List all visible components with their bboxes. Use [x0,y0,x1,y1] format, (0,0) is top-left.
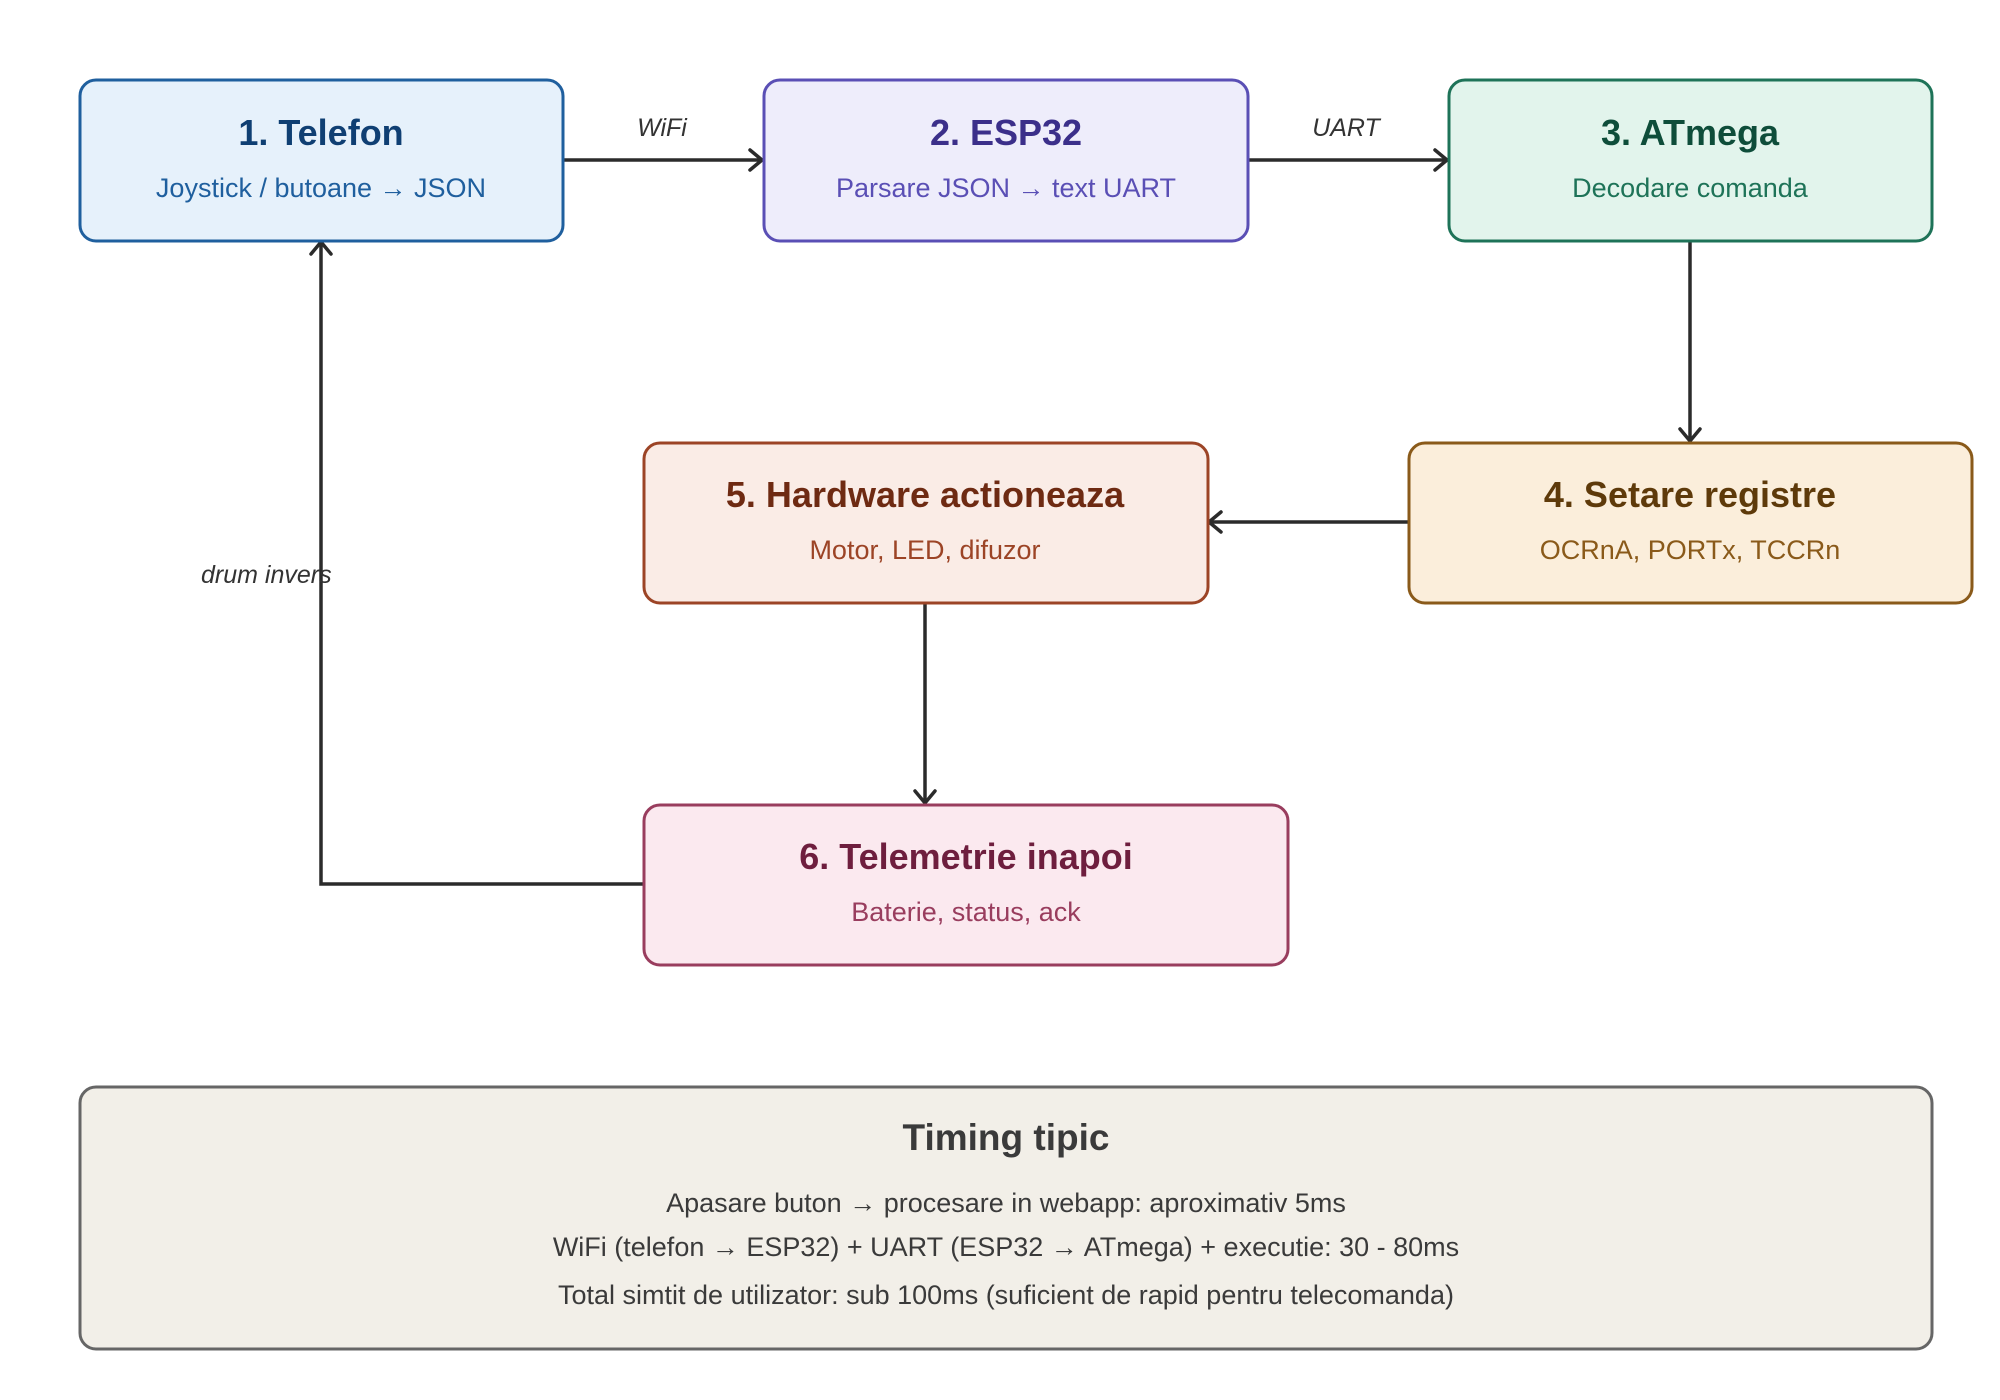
node-telemetrie: 6. Telemetrie inapoi Baterie, status, ac… [642,803,1290,967]
node-title: 6. Telemetrie inapoi [799,836,1132,877]
node-atmega: 3. ATmega Decodare comanda [1447,78,1934,243]
edge-label-uart: UART [1312,114,1381,142]
arrowhead [1433,148,1449,172]
node-title: 2. ESP32 [930,112,1082,153]
node-subtitle: Joystick / butoane → JSON [156,173,486,203]
node-subtitle: Motor, LED, difuzor [809,535,1040,565]
node-subtitle: Parsare JSON → text UART [836,173,1176,203]
node-telefon: 1. Telefon Joystick / butoane → JSON [78,78,565,243]
timing-line: Total simtit de utilizator: sub 100ms (s… [558,1280,1454,1310]
node-box [78,78,565,243]
node-registre: 4. Setare registre OCRnA, PORTx, TCCRn [1407,441,1974,605]
node-hardware: 5. Hardware actioneaza Motor, LED, difuz… [642,441,1210,605]
arrowhead [1678,427,1702,443]
node-box [1447,78,1934,243]
node-subtitle: Decodare comanda [1572,173,1809,203]
timing-line: WiFi (telefon → ESP32) + UART (ESP32 → A… [553,1232,1459,1262]
node-title: 5. Hardware actioneaza [726,474,1125,515]
timing-panel: Timing tipic Apasare buton → procesare i… [78,1085,1934,1351]
timing-line: Apasare buton → procesare in webapp: apr… [666,1188,1346,1218]
node-box [642,441,1210,605]
edge-label-wifi: WiFi [637,114,688,142]
edge-telemetrie-telefon [319,242,643,886]
node-subtitle: Baterie, status, ack [851,897,1081,927]
node-title: 4. Setare registre [1544,474,1836,515]
node-box [762,78,1250,243]
node-box [642,803,1290,967]
node-title: 3. ATmega [1601,112,1780,153]
timing-box [78,1085,1934,1351]
timing-title: Timing tipic [903,1117,1110,1158]
edges [309,148,1702,886]
arrowhead [913,789,937,805]
arrowhead [748,148,764,172]
edge-label-return: drum invers [201,561,332,589]
node-box [1407,441,1974,605]
node-title: 1. Telefon [238,112,403,153]
node-esp32: 2. ESP32 Parsare JSON → text UART [762,78,1250,243]
node-subtitle: OCRnA, PORTx, TCCRn [1540,535,1841,565]
